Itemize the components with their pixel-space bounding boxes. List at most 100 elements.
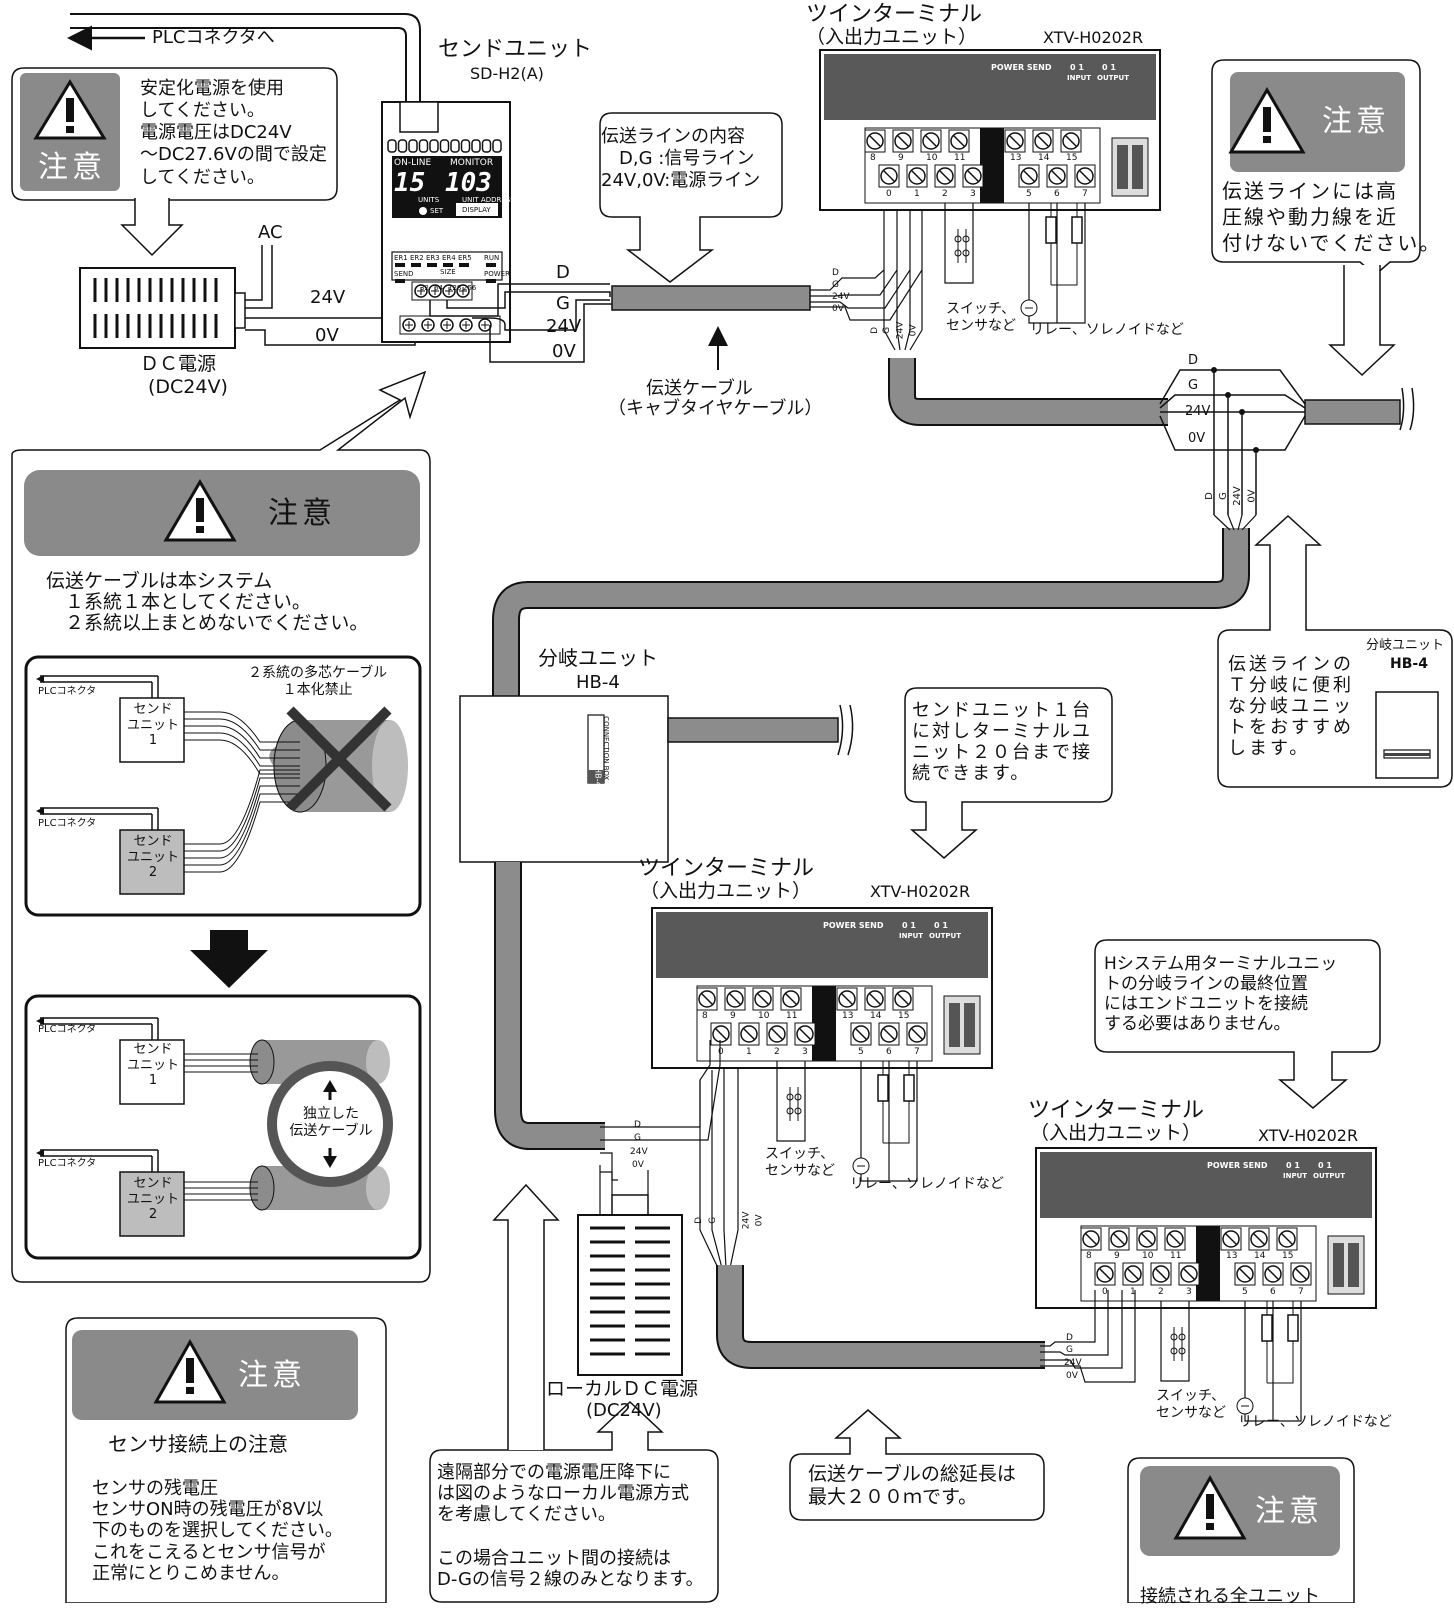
tt-top-term-label: 13 bbox=[1226, 1251, 1237, 1261]
arrow-down-1 bbox=[120, 198, 184, 257]
send-unit-title: センドユニット bbox=[438, 37, 593, 62]
inset-bottom-note: 独立した 伝送ケーブル bbox=[289, 1106, 373, 1139]
local-power-sub: (DC24V) bbox=[586, 1400, 662, 1421]
tt-top-term-label: 15 bbox=[1282, 1251, 1293, 1261]
junction-vert-d: D bbox=[1203, 492, 1215, 500]
tt-bot-term-label: 0 bbox=[718, 1047, 724, 1057]
junction-dots bbox=[1211, 367, 1259, 453]
caution-right-title: 注意 bbox=[1322, 104, 1390, 139]
tt-top-term-label: 14 bbox=[870, 1011, 882, 1021]
local-dc-power bbox=[577, 1170, 683, 1376]
tt-top-term-label: 9 bbox=[1114, 1251, 1120, 1261]
plc-connector-label: PLCコネクタへ bbox=[152, 27, 275, 48]
tt-bot-term-label: 2 bbox=[942, 189, 948, 199]
tt2-title: ツインターミナル bbox=[638, 856, 815, 881]
caution-box-1 bbox=[11, 67, 338, 214]
tt-top-term-label: 8 bbox=[870, 153, 876, 163]
send-unit-output-wires bbox=[429, 283, 612, 363]
tt2-switch-label: スイッチ、 センサなど bbox=[765, 1146, 835, 1179]
t-branch-wires bbox=[1159, 369, 1306, 515]
inset-top-plc-1: PLCコネクタ bbox=[38, 686, 97, 697]
transmission-cable-5 bbox=[496, 862, 605, 1148]
tt-power-send: POWER SEND bbox=[991, 63, 1052, 72]
inset-top-note: ２系統の多芯ケーブル １本化禁止 bbox=[248, 665, 388, 698]
tt-top-term-label: 9 bbox=[898, 153, 904, 163]
junction-d: D bbox=[1188, 353, 1199, 368]
tt-bot-term-label: 6 bbox=[1054, 189, 1060, 199]
tt-bot-term-label: 3 bbox=[970, 189, 976, 199]
transmission-cable-6 bbox=[718, 1265, 1045, 1367]
send-unit-box bbox=[119, 1039, 185, 1105]
tt-top-term-label: 10 bbox=[926, 153, 938, 163]
branch-unit-model: HB-4 bbox=[576, 672, 620, 693]
tt-input: INPUT bbox=[1067, 74, 1091, 82]
local-power-label: ローカルＤＣ電源 bbox=[546, 1378, 699, 1400]
tt3-wire-0v: 0V bbox=[1066, 1371, 1078, 1381]
inset-top-unit-1: センド ユニット 1 bbox=[126, 702, 179, 749]
independent-cable-circle bbox=[267, 1061, 393, 1187]
tt-bot-term-label: 1 bbox=[914, 189, 920, 199]
tt-top-term-label: 8 bbox=[702, 1011, 708, 1021]
cable-label-sub: （キャブタイヤケーブル） bbox=[608, 398, 823, 419]
local-callout-p2: この場合ユニット間の接続は D-Gの信号２線のみとなります。 bbox=[437, 1548, 704, 1591]
send-unit-box bbox=[119, 829, 185, 895]
tt3-wire-24v: 24V bbox=[1064, 1358, 1082, 1368]
transmission-cable-1 bbox=[611, 285, 811, 311]
dc-power-sub: (DC24V) bbox=[148, 376, 228, 398]
tt1-wire-g: G bbox=[832, 280, 839, 290]
tt-bot-term-label: 3 bbox=[1186, 1287, 1192, 1297]
caution-1-text: 安定化電源を使用 してください。 電源電圧はDC24V ～DC27.6Vの間で設… bbox=[140, 78, 327, 188]
tt-bot-term-label: 7 bbox=[1082, 189, 1088, 199]
tt-bot-term-label: 5 bbox=[858, 1047, 864, 1057]
segment-display-1: 15 bbox=[394, 168, 426, 198]
tt-input: INPUT bbox=[899, 932, 923, 940]
tt-top-term-label: 14 bbox=[1038, 153, 1050, 163]
tt3-model: XTV-H0202R bbox=[1258, 1126, 1359, 1145]
err-label-2: ER2 bbox=[410, 254, 424, 262]
branch-unit-side-text: CONNECTION BOX bbox=[602, 716, 611, 781]
panel-set: SET bbox=[430, 207, 444, 215]
tt1-switch-label: スイッチ、 センサなど bbox=[946, 301, 1016, 334]
tt-power-send: POWER SEND bbox=[823, 921, 884, 930]
tt2-vert-24v: 24V bbox=[741, 1211, 752, 1230]
dc-power-supply bbox=[79, 267, 246, 349]
tt-bot-term-label: 6 bbox=[886, 1047, 892, 1057]
tt2-relay-label: リレー、ソレノイドなど bbox=[850, 1176, 1004, 1192]
wire-0v: 0V bbox=[552, 341, 576, 362]
branch-small-title: 分岐ユニット bbox=[1366, 638, 1445, 653]
err-label-5: ER5 bbox=[458, 254, 472, 262]
callout-local-power bbox=[429, 1183, 719, 1603]
tt-input-bits: 0 1 bbox=[902, 921, 916, 930]
sensor-caution-title: 注意 bbox=[238, 1358, 306, 1393]
callout-line-content bbox=[599, 112, 783, 283]
inset-top-unit-2: センド ユニット 2 bbox=[126, 834, 179, 881]
inset-bottom-plc-2: PLCコネクタ bbox=[38, 1158, 97, 1169]
tt2-vert-d: D bbox=[694, 1216, 705, 1224]
tt-bot-term-label: 0 bbox=[886, 189, 892, 199]
caution-big-text: 伝送ケーブルは本システム １系統１本としてください。 ２系統以上まとめないでくだ… bbox=[46, 570, 369, 634]
send-unit-box bbox=[119, 1171, 185, 1237]
panel-online: ON-LINE bbox=[394, 158, 432, 168]
tt2-wire-g: G bbox=[634, 1133, 641, 1143]
junction-vert-24v: 24V bbox=[1231, 486, 1243, 506]
tt-bot-term-label: 7 bbox=[1298, 1287, 1304, 1297]
junction-0v: 0V bbox=[1188, 431, 1206, 446]
tt-top-term-label: 11 bbox=[786, 1011, 797, 1021]
tt-bot-term-label: 1 bbox=[1130, 1287, 1136, 1297]
tt1-vert-0v: 0V bbox=[908, 324, 919, 337]
tt-input-bits: 0 1 bbox=[1286, 1161, 1300, 1170]
ac-label: AC bbox=[258, 222, 283, 243]
length-callout-text: 伝送ケーブルの総延長は 最大２００ｍです。 bbox=[808, 1463, 1016, 1508]
tt-top-term-label: 13 bbox=[842, 1011, 853, 1021]
tt-top-term-label: 10 bbox=[758, 1011, 770, 1021]
send-unit-device bbox=[381, 101, 511, 343]
h-callout-text: Hシステム用ターミナルユニッ トの分岐ラインの最終位置 にはエンドユニットを接続… bbox=[1104, 954, 1338, 1035]
branch-unit-device bbox=[459, 695, 854, 863]
tt-input: INPUT bbox=[1283, 1172, 1307, 1180]
tt-bot-term-label: 5 bbox=[1026, 189, 1032, 199]
tt3-input-wires bbox=[1040, 1290, 1136, 1383]
tt-bot-term-label: 2 bbox=[774, 1047, 780, 1057]
